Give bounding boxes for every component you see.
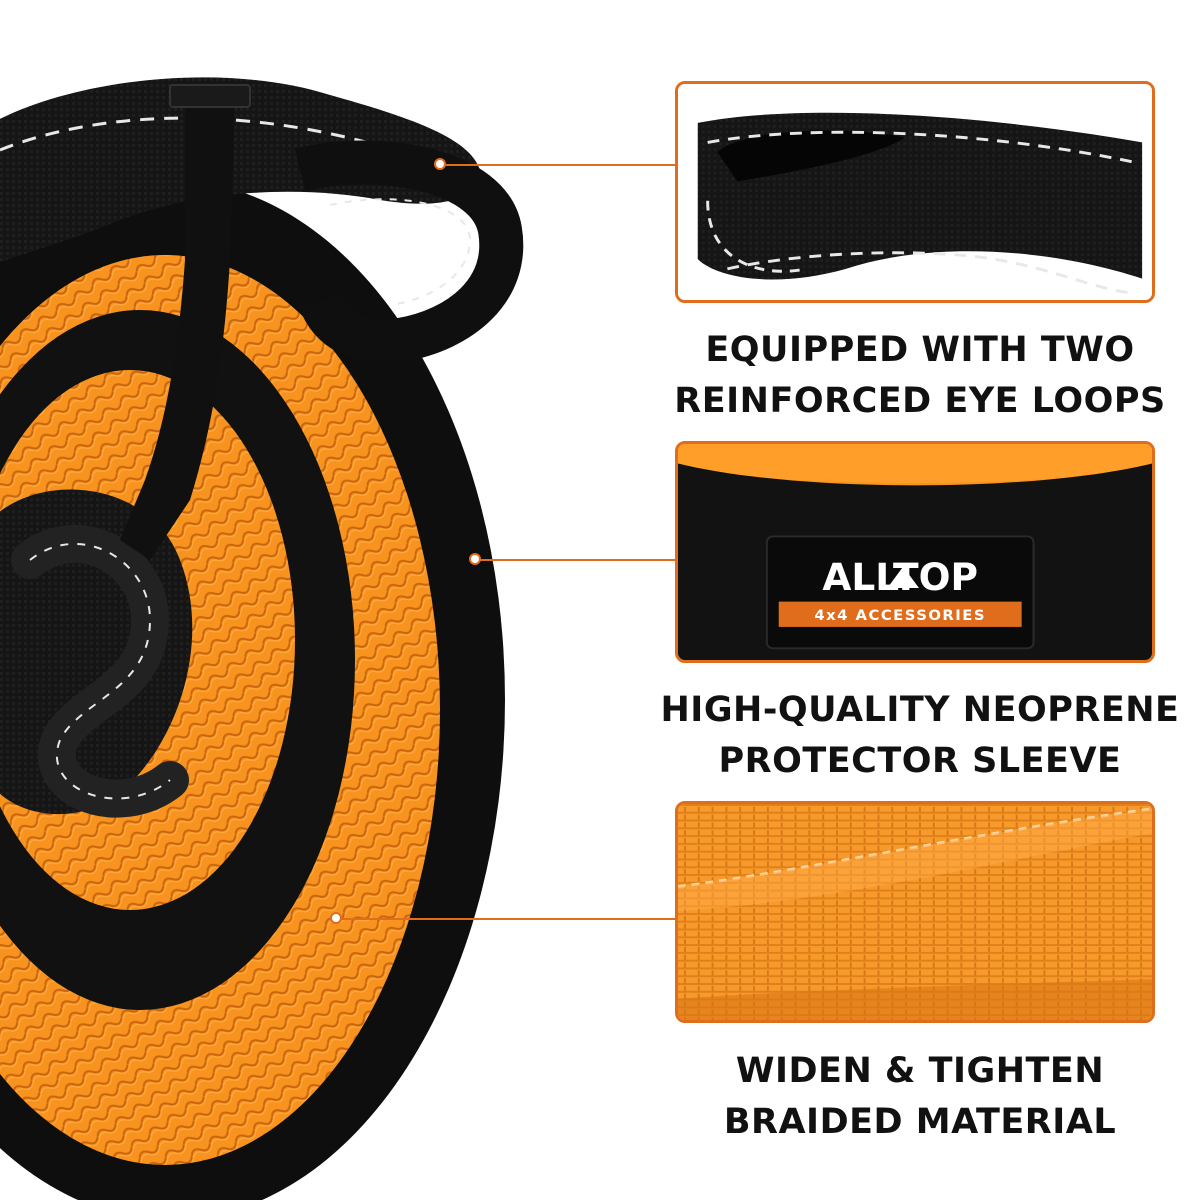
neoprene-caption: HIGH-QUALITY NEOPRENE PROTECTOR SLEEVE: [660, 685, 1180, 787]
neoprene-caption-line1: HIGH-QUALITY NEOPRENE: [660, 690, 1180, 730]
coiled-rope-product-image: [0, 77, 524, 1200]
connector-line-braided: [336, 918, 676, 920]
braided-caption-line1: WIDEN & TIGHTEN: [735, 1051, 1105, 1091]
braided-material-detail-panel: [675, 801, 1155, 1023]
neoprene-sleeve-detail-image: ALLTOP 4x4 ACCESSORIES: [678, 444, 1152, 660]
neoprene-sleeve-detail-panel: ALLTOP 4x4 ACCESSORIES: [675, 441, 1155, 663]
brand-label-tagline: 4x4 ACCESSORIES: [814, 607, 986, 624]
connector-dot-neoprene: [469, 553, 481, 565]
connector-dot-braided: [330, 912, 342, 924]
connector-line-eye-loops: [440, 164, 676, 166]
eye-loops-caption-line2: REINFORCED EYE LOOPS: [674, 381, 1166, 421]
eye-loops-caption-line1: EQUIPPED WITH TWO: [705, 330, 1135, 370]
mountain-logo-icon: [887, 566, 919, 588]
eye-loop-detail-panel: [675, 81, 1155, 303]
neoprene-caption-line2: PROTECTOR SLEEVE: [718, 741, 1122, 781]
braided-material-detail-image: [678, 804, 1152, 1020]
brand-label: ALLTOP 4x4 ACCESSORIES: [765, 535, 1035, 650]
connector-dot-eye-loops: [434, 158, 446, 170]
braided-caption: WIDEN & TIGHTEN BRAIDED MATERIAL: [660, 1046, 1180, 1148]
braided-caption-line2: BRAIDED MATERIAL: [723, 1102, 1117, 1142]
eye-loop-detail-image: [678, 84, 1152, 300]
connector-line-neoprene: [475, 559, 676, 561]
eye-loops-caption: EQUIPPED WITH TWO REINFORCED EYE LOOPS: [660, 325, 1180, 427]
